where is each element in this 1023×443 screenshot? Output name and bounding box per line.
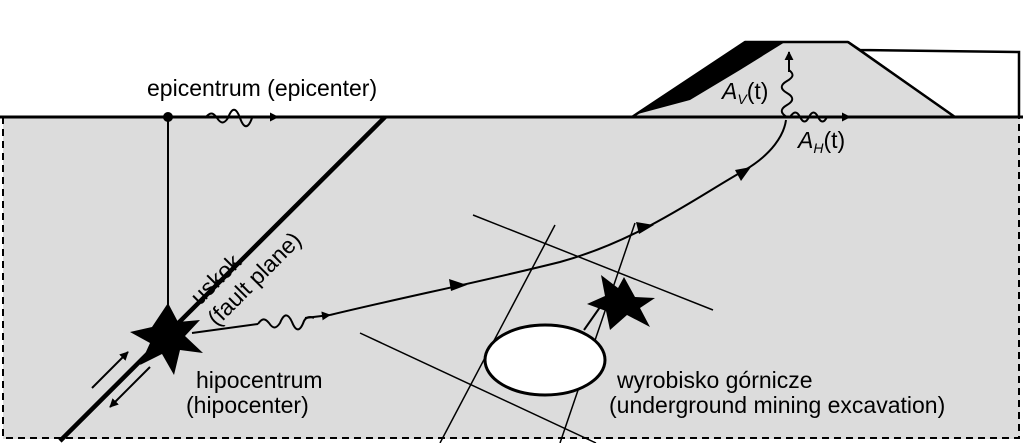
hypocenter-wave-lead <box>191 323 259 334</box>
av-argument: (t) <box>747 78 769 104</box>
crack-line-1 <box>472 214 714 311</box>
horizontal-component-wave <box>789 111 828 123</box>
ground-dashed-boundary <box>2 117 1020 439</box>
av-subscript: V <box>737 91 748 107</box>
ray-arrowhead-1 <box>449 279 467 291</box>
crack-line-3 <box>439 224 556 443</box>
fault-plane <box>58 115 387 443</box>
vertical-amplitude-label: AV(t) <box>720 78 768 107</box>
hypocenter-label-en: (hipocenter) <box>186 392 309 418</box>
ray-arrowhead-3 <box>735 167 751 181</box>
mining-excavation <box>483 323 607 397</box>
fault-slip-arrow-down <box>109 366 151 408</box>
epicenter-label: epicentrum (epicenter) <box>147 75 377 101</box>
crack-line-2 <box>359 332 597 443</box>
hypocenter-wave <box>257 314 315 331</box>
hypocenter-burst <box>130 303 203 375</box>
horizontal-amplitude-label: AH(t) <box>796 127 845 156</box>
excavation-label-en: (underground mining excavation) <box>609 392 945 418</box>
crack-line-4 <box>559 222 636 443</box>
reservoir-outline <box>847 40 1021 117</box>
fault-slip-arrow-up <box>91 351 129 389</box>
ray-arrowhead-2 <box>636 222 654 234</box>
reservoir-inner-slope <box>859 49 953 116</box>
av-letter: A <box>720 78 737 104</box>
mining-tremor-burst <box>587 275 655 330</box>
seismic-ray-path <box>329 119 787 316</box>
hypocenter-label-pl: hipocentrum <box>196 367 323 393</box>
vertical-component-wave <box>780 69 794 118</box>
ah-letter: A <box>796 127 813 153</box>
epicenter-point <box>163 112 173 122</box>
epicenter-surface-wave <box>204 108 253 128</box>
embankment-core-shading <box>634 42 785 115</box>
excavation-label-pl: wyrobisko górnicze <box>616 367 813 393</box>
ah-argument: (t) <box>823 127 845 153</box>
hypocenter-wave-arrow <box>304 311 331 321</box>
ah-subscript: H <box>813 140 824 156</box>
